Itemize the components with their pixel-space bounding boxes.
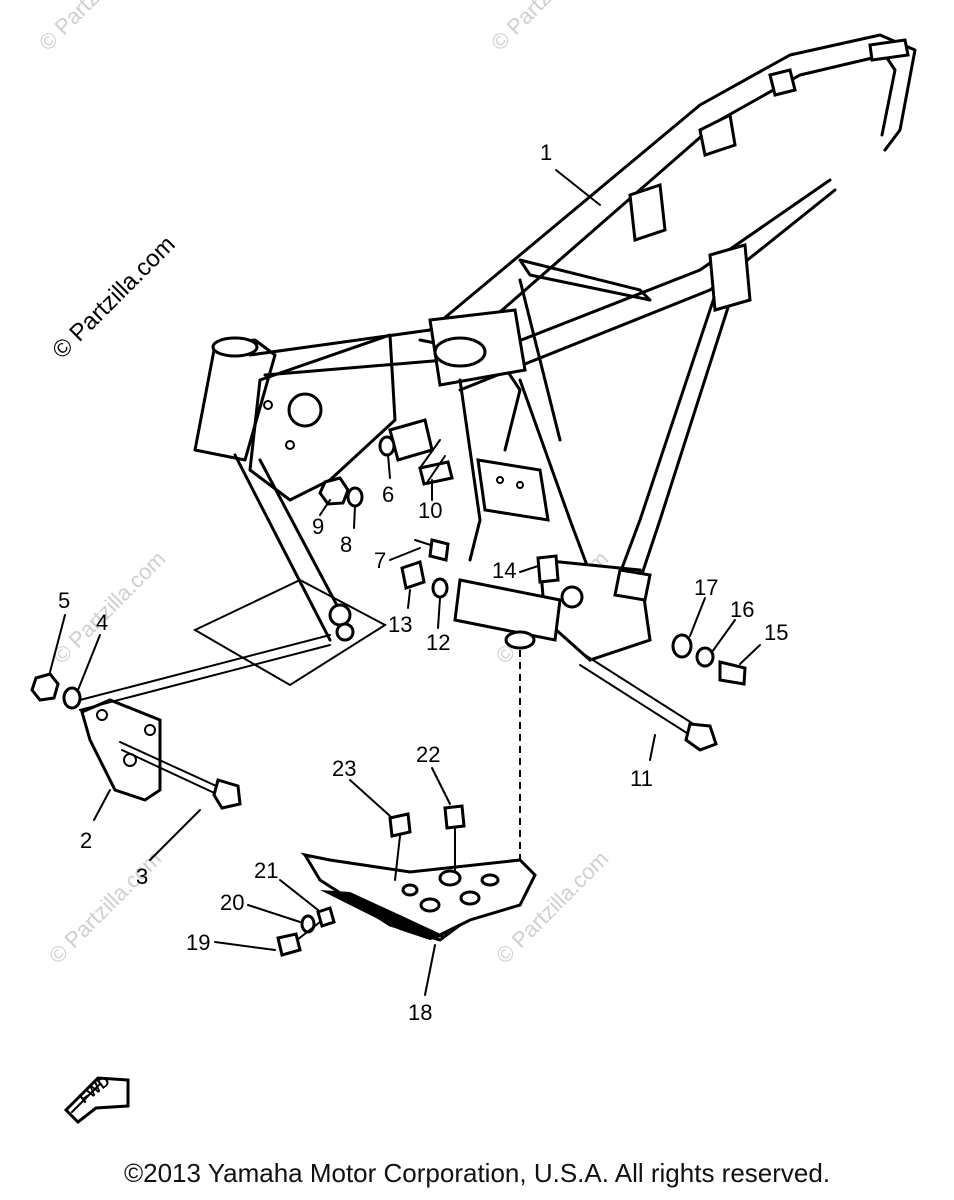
washer-8	[346, 486, 364, 508]
callout-4: 4	[96, 610, 108, 635]
bolt-3-shank	[119, 741, 226, 791]
callout-11: 11	[630, 766, 653, 791]
collar-13	[400, 560, 426, 590]
washer-4	[62, 686, 82, 710]
fwd-arrow-icon: FWD	[63, 1073, 130, 1124]
callout-7: 7	[374, 548, 386, 573]
engine-hanger-outline	[192, 578, 387, 687]
bolt-19	[276, 932, 302, 957]
main-frame	[193, 33, 917, 662]
washer-20	[300, 914, 316, 934]
bolt-11-shank	[584, 654, 696, 726]
callout-22: 22	[416, 742, 440, 767]
copyright-notice: ©2013 Yamaha Motor Corporation, U.S.A. A…	[123, 1158, 831, 1188]
washer-21	[316, 906, 336, 928]
callout-13: 13	[388, 612, 412, 637]
collar-22	[443, 804, 466, 830]
watermark-dark: © Partzilla.com	[47, 231, 180, 364]
callout-9: 9	[312, 514, 324, 539]
watermark-top-left: © Partz	[34, 0, 104, 56]
callout-23: 23	[332, 756, 356, 781]
callout-17: 17	[694, 575, 718, 600]
leader-lines	[49, 169, 761, 996]
callout-19: 19	[186, 930, 210, 955]
washer-16	[695, 646, 715, 668]
callout-8: 8	[340, 532, 352, 557]
callout-15: 15	[764, 620, 788, 645]
bolt-10	[418, 460, 454, 486]
bolt-3-head	[212, 778, 242, 810]
nut-9	[318, 476, 350, 506]
nut-5	[30, 672, 60, 702]
washer-12	[431, 577, 449, 599]
callout-1: 1	[540, 140, 552, 165]
callout-12: 12	[426, 630, 450, 655]
callout-20: 20	[220, 890, 244, 915]
watermark-top-mid: © Partz	[486, 0, 556, 56]
callout-14: 14	[492, 558, 516, 583]
skid-plate-18	[300, 852, 537, 942]
washer-6	[378, 435, 396, 457]
bolt-14	[536, 554, 560, 584]
bolt-15	[718, 660, 747, 686]
callout-21: 21	[254, 858, 278, 883]
callout-2: 2	[80, 828, 92, 853]
callout-6: 6	[382, 482, 394, 507]
bolt-11-head	[684, 722, 718, 752]
callout-3: 3	[136, 864, 148, 889]
callout-5: 5	[58, 588, 70, 613]
washer-17	[671, 633, 693, 659]
callout-10: 10	[418, 498, 442, 523]
callout-16: 16	[730, 597, 754, 622]
collar-23	[388, 812, 412, 838]
callout-18: 18	[408, 1000, 432, 1025]
